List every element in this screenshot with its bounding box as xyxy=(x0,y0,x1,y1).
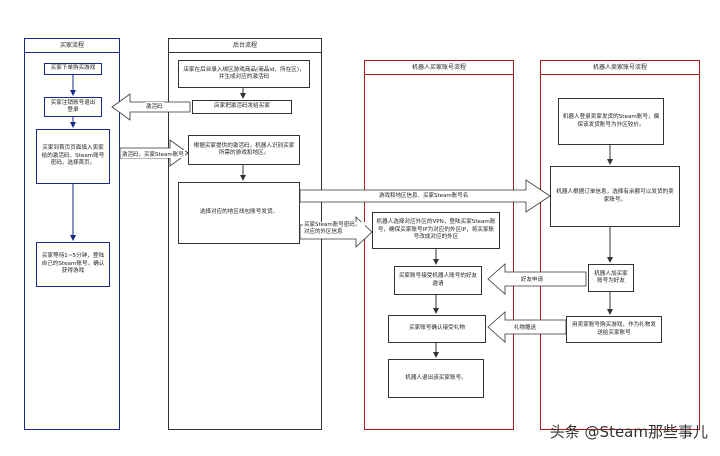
box-robot-seller-choose-account: 机器人根据订单信息，选择有余额可以发货的卖家账号。 xyxy=(550,166,680,227)
box-buyer-logout: 买家注销账号退出登录 xyxy=(44,97,102,117)
box-buyer-fill-code: 买家到首页页面填入卖家给的激活码、Steam账号密码，选择首页。 xyxy=(36,129,110,184)
box-robot-buyer-accept-friend: 买家账号接受机器人账号的好友邀请 xyxy=(394,266,482,295)
box-robot-seller-add-friend: 机器人加买家账号为好友 xyxy=(588,264,634,292)
arrow-label-code-account: 激活码，买家Steam账号 xyxy=(121,150,185,158)
arrow-label-region-info: 游戏和地区信息、买家Steam账号名 xyxy=(378,191,470,199)
box-robot-seller-login: 机器人登录卖家发货的Steam账号，偏保该发货账号为外区较价。 xyxy=(558,98,664,145)
arrow-label-steam-pwd-region: 买家Steam账号密码，对应的外区信息 xyxy=(303,222,365,236)
box-backend-select-region: 选择对应的地区线包账号发货。 xyxy=(178,182,300,244)
box-backend-identify: 根据买家提供的激活码，机器人识别买家所需的游戏和地区。 xyxy=(188,135,300,165)
box-backend-entry: 店家在后台录入绑区游戏商品(商品id，所在区)，并生成对应的激活码 xyxy=(178,60,310,88)
box-robot-buyer-accept-gift: 买家账号确认接受礼物 xyxy=(388,315,486,343)
lane-robot-buyer-title: 机器人买家账号流程 xyxy=(365,61,513,75)
lane-robot-seller-title: 机器人卖家账号流程 xyxy=(541,61,699,75)
box-robot-seller-buy-gift: 用卖家账号购买游戏，作为礼物发送给买家账号 xyxy=(566,316,662,343)
box-buyer-wait: 买家等待1~5分钟，登陆自己的Steam账号，确认获得游戏 xyxy=(36,242,110,287)
box-robot-buyer-vpn: 机器人选择对应外区的VPN，登陆买家Steam账号，确保买家账号IP为对应的外区… xyxy=(372,212,500,249)
box-buyer-order: 买家下单购买游戏 xyxy=(44,63,102,75)
arrow-label-friend-req: 好友申请 xyxy=(520,275,545,283)
arrow-label-gift: 礼物赠送 xyxy=(513,323,538,331)
box-robot-buyer-logout: 机器人退出该买家账号。 xyxy=(388,359,484,398)
box-backend-send-code: 店家把激活码发给买家 xyxy=(192,100,292,114)
lane-backend-title: 后台流程 xyxy=(169,39,321,53)
watermark: 头条 @Steam那些事儿 xyxy=(549,423,708,441)
arrow-label-code: 激活码 xyxy=(145,102,164,110)
lane-buyer-title: 买家流程 xyxy=(25,39,119,53)
